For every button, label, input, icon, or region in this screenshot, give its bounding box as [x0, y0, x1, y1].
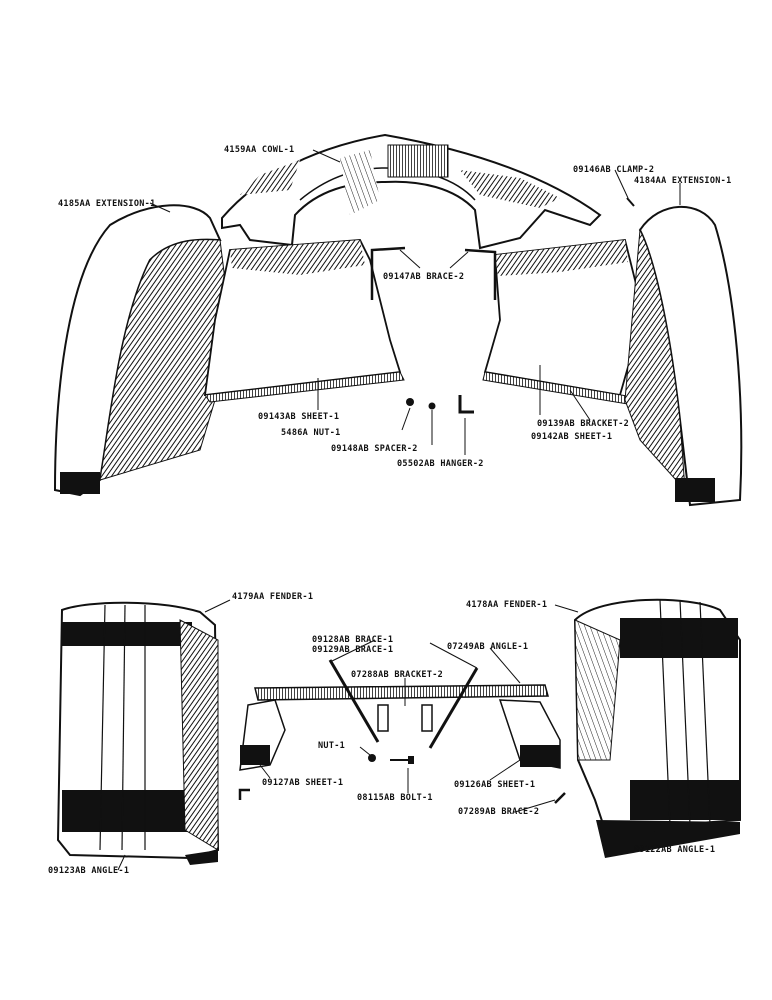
label-sheet-09126: 09126AB SHEET-1: [454, 780, 536, 790]
label-extension-left: 4185AA EXTENSION-1: [58, 199, 156, 209]
label-hanger: 05502AB HANGER-2: [397, 459, 484, 469]
sheet-09126: [498, 699, 561, 769]
sheet-09143: [203, 239, 405, 403]
label-fender-left: 4179AA FENDER-1: [232, 592, 314, 602]
label-brace-09129: 09129AB BRACE-1: [312, 645, 394, 655]
label-bracket-07288: 07288AB BRACKET-2: [351, 670, 444, 680]
label-fender-right: 4178AA FENDER-1: [466, 600, 548, 610]
label-extension-right: 4184AA EXTENSION-1: [634, 176, 732, 186]
sheet-09127: [239, 699, 286, 771]
label-nut-5486: 5486A NUT-1: [281, 428, 341, 438]
leader-lines-top: [149, 149, 681, 455]
label-clamp: 09146AB CLAMP-2: [573, 165, 655, 175]
brace-pair-top: [370, 246, 497, 300]
extension-left: [53, 204, 231, 497]
label-sheet-09143: 09143AB SHEET-1: [258, 412, 340, 422]
label-brace-09128: 09128AB BRACE-1: [312, 635, 394, 645]
label-brace-07289: 07289AB BRACE-2: [458, 807, 540, 817]
braces-09128-09129: [328, 659, 479, 749]
sheet-09142: [482, 239, 681, 413]
cowl: [221, 133, 602, 250]
leader-lines-bottom: [117, 599, 656, 871]
label-angle-07249: 07249AB ANGLE-1: [447, 642, 529, 652]
label-sheet-09127: 09127AB SHEET-1: [262, 778, 344, 788]
fender-right: [573, 598, 741, 858]
label-bolt: 08115AB BOLT-1: [357, 793, 433, 803]
angle-07249: [254, 684, 549, 701]
label-bracket-09139: 09139AB BRACKET-2: [537, 419, 630, 429]
label-spacer: 09148AB SPACER-2: [331, 444, 418, 454]
label-nut-small: NUT-1: [318, 741, 346, 751]
small-hardware-top: [406, 197, 635, 414]
label-cowl: 4159AA COWL-1: [224, 145, 295, 155]
fender-left: [56, 601, 220, 865]
extension-right: [624, 205, 743, 507]
label-sheet-09142: 09142AB SHEET-1: [531, 432, 613, 442]
label-angle-09122: 09122AB ANGLE-1: [634, 845, 716, 855]
bottom-hardware: [238, 704, 566, 804]
label-angle-09123: 09123AB ANGLE-1: [48, 866, 130, 876]
label-brace-top: 09147AB BRACE-2: [383, 272, 465, 282]
